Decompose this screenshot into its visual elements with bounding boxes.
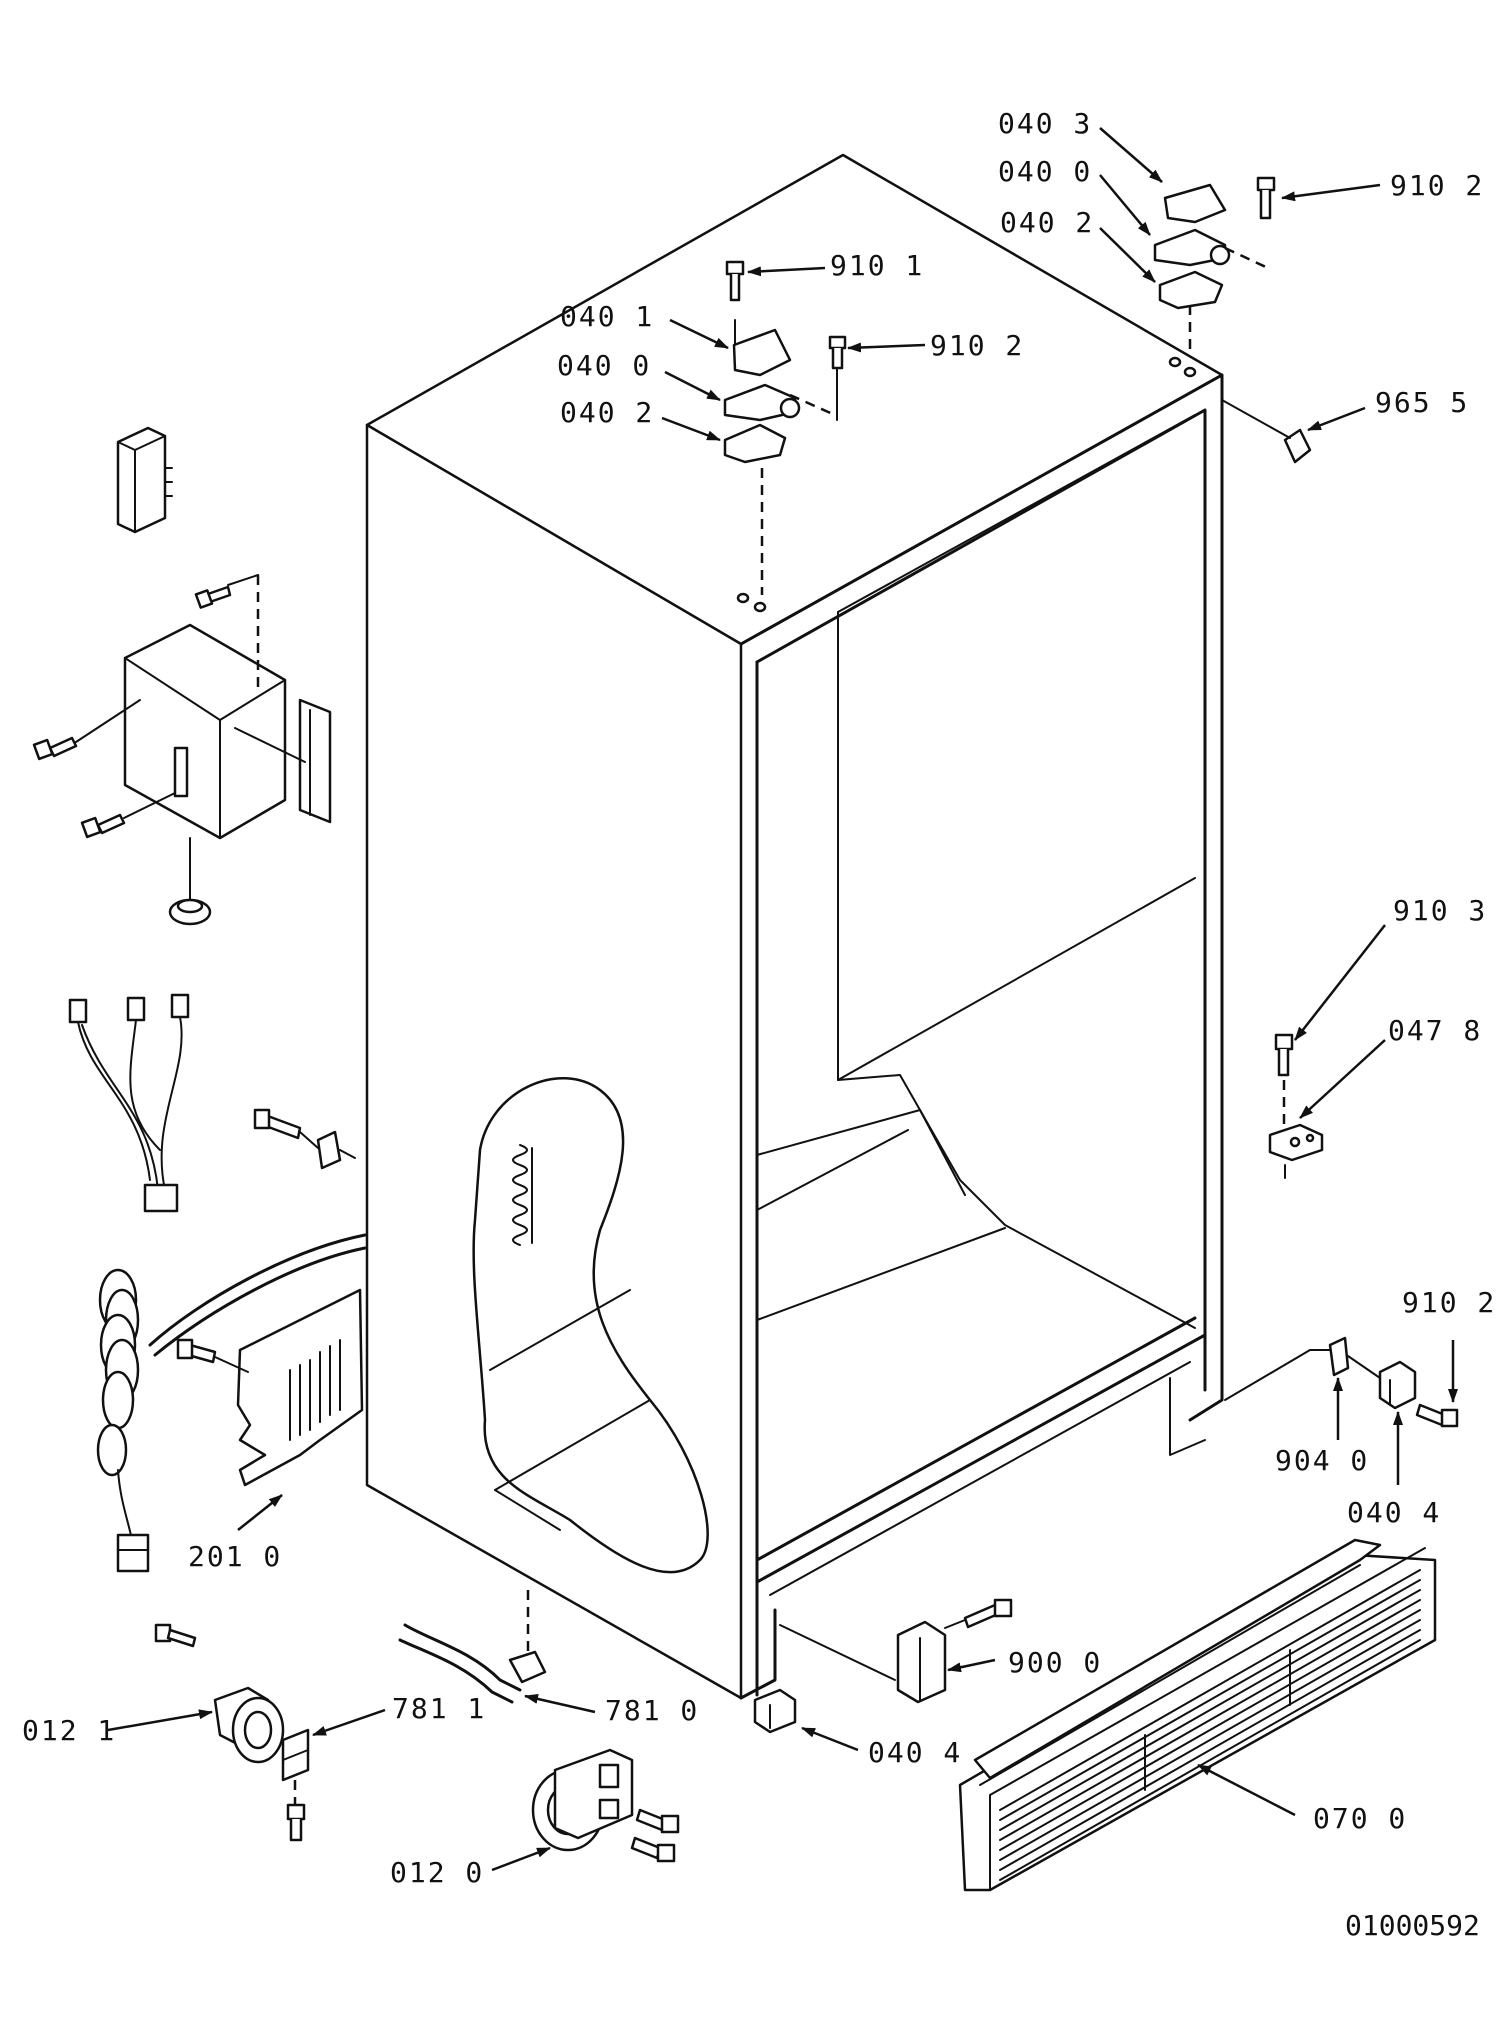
screw-910-3: [1274, 1033, 1294, 1077]
refrigerator-cabinet: [365, 153, 1224, 1700]
callout-labels: 040 3 040 0 040 2 910 2 910 1 040 1 040 …: [22, 107, 1496, 1942]
part-900-0: [774, 1598, 1013, 1704]
screw-relay-left: [32, 699, 141, 761]
screw-leveler-top: [154, 1623, 197, 1648]
callout-070-0: 070 0: [1313, 1802, 1407, 1835]
callout-781-1: 781 1: [392, 1692, 486, 1725]
screw-relay-top: [194, 585, 232, 609]
leveler-012-0: [531, 1748, 680, 1863]
screw-910-2-right: [1415, 1403, 1459, 1428]
screw-910-2-top: [1256, 176, 1276, 220]
screw-leveler-bottom-1: [635, 1808, 680, 1834]
screw-910-2-mid: [828, 335, 847, 370]
callout-040-4-right: 040 4: [1347, 1496, 1441, 1529]
toe-grille-070-0: [958, 1538, 1437, 1892]
top-hinge-assembly-left: [723, 260, 847, 595]
screw-900-0: [944, 1598, 1013, 1629]
power-cord: [96, 1233, 367, 1573]
callout-012-1: 012 1: [22, 1714, 116, 1747]
callout-040-0-mid: 040 0: [557, 349, 651, 382]
callout-910-2-topright: 910 2: [1390, 169, 1484, 202]
callout-040-3-top: 040 3: [998, 107, 1092, 140]
wiring-harness: [68, 993, 190, 1213]
electrical-bracket-201-0: [176, 1288, 364, 1487]
callout-781-0: 781 0: [605, 1694, 699, 1727]
callout-900-0: 900 0: [1008, 1646, 1102, 1679]
callout-910-2-mid: 910 2: [930, 329, 1024, 362]
drain-tube-781-0: [398, 1590, 547, 1704]
callout-012-0: 012 0: [390, 1856, 484, 1889]
callout-040-2-top: 040 2: [1000, 206, 1094, 239]
screw-781-1: [286, 1803, 306, 1842]
clip-781-1: [281, 1728, 310, 1842]
relay-box: [32, 574, 332, 926]
callout-904-0: 904 0: [1275, 1444, 1369, 1477]
clip-965-5: [1221, 399, 1312, 464]
drawing-number: 01000592: [1345, 1909, 1480, 1942]
top-hinge-assembly-right: [1153, 176, 1276, 350]
callout-910-1: 910 1: [830, 249, 924, 282]
bracket-040-4-bottom: [753, 1688, 797, 1734]
screw-910-1: [725, 260, 745, 302]
screw-leveler-bottom-2: [630, 1836, 676, 1863]
callout-910-3: 910 3: [1393, 894, 1487, 927]
screw-bracket: [176, 1338, 249, 1373]
callout-201-0: 201 0: [188, 1540, 282, 1573]
terminal-block: [116, 426, 173, 534]
callout-040-1: 040 1: [560, 300, 654, 333]
screw-relay-bottom: [80, 792, 176, 839]
callout-910-2-right: 910 2: [1402, 1286, 1496, 1319]
callout-040-0-top: 040 0: [998, 155, 1092, 188]
leader-lines: [107, 127, 1458, 1872]
leveler-012-1: [154, 1623, 285, 1764]
door-stop-assembly: [1224, 1336, 1459, 1428]
bracket-047-8: [1268, 1033, 1324, 1179]
callout-040-4-bottom: 040 4: [868, 1736, 962, 1769]
ground-screw-clip: [253, 1108, 356, 1170]
callout-047-8: 047 8: [1388, 1014, 1482, 1047]
callout-040-2-mid: 040 2: [560, 396, 654, 429]
callout-965-5: 965 5: [1375, 386, 1469, 419]
